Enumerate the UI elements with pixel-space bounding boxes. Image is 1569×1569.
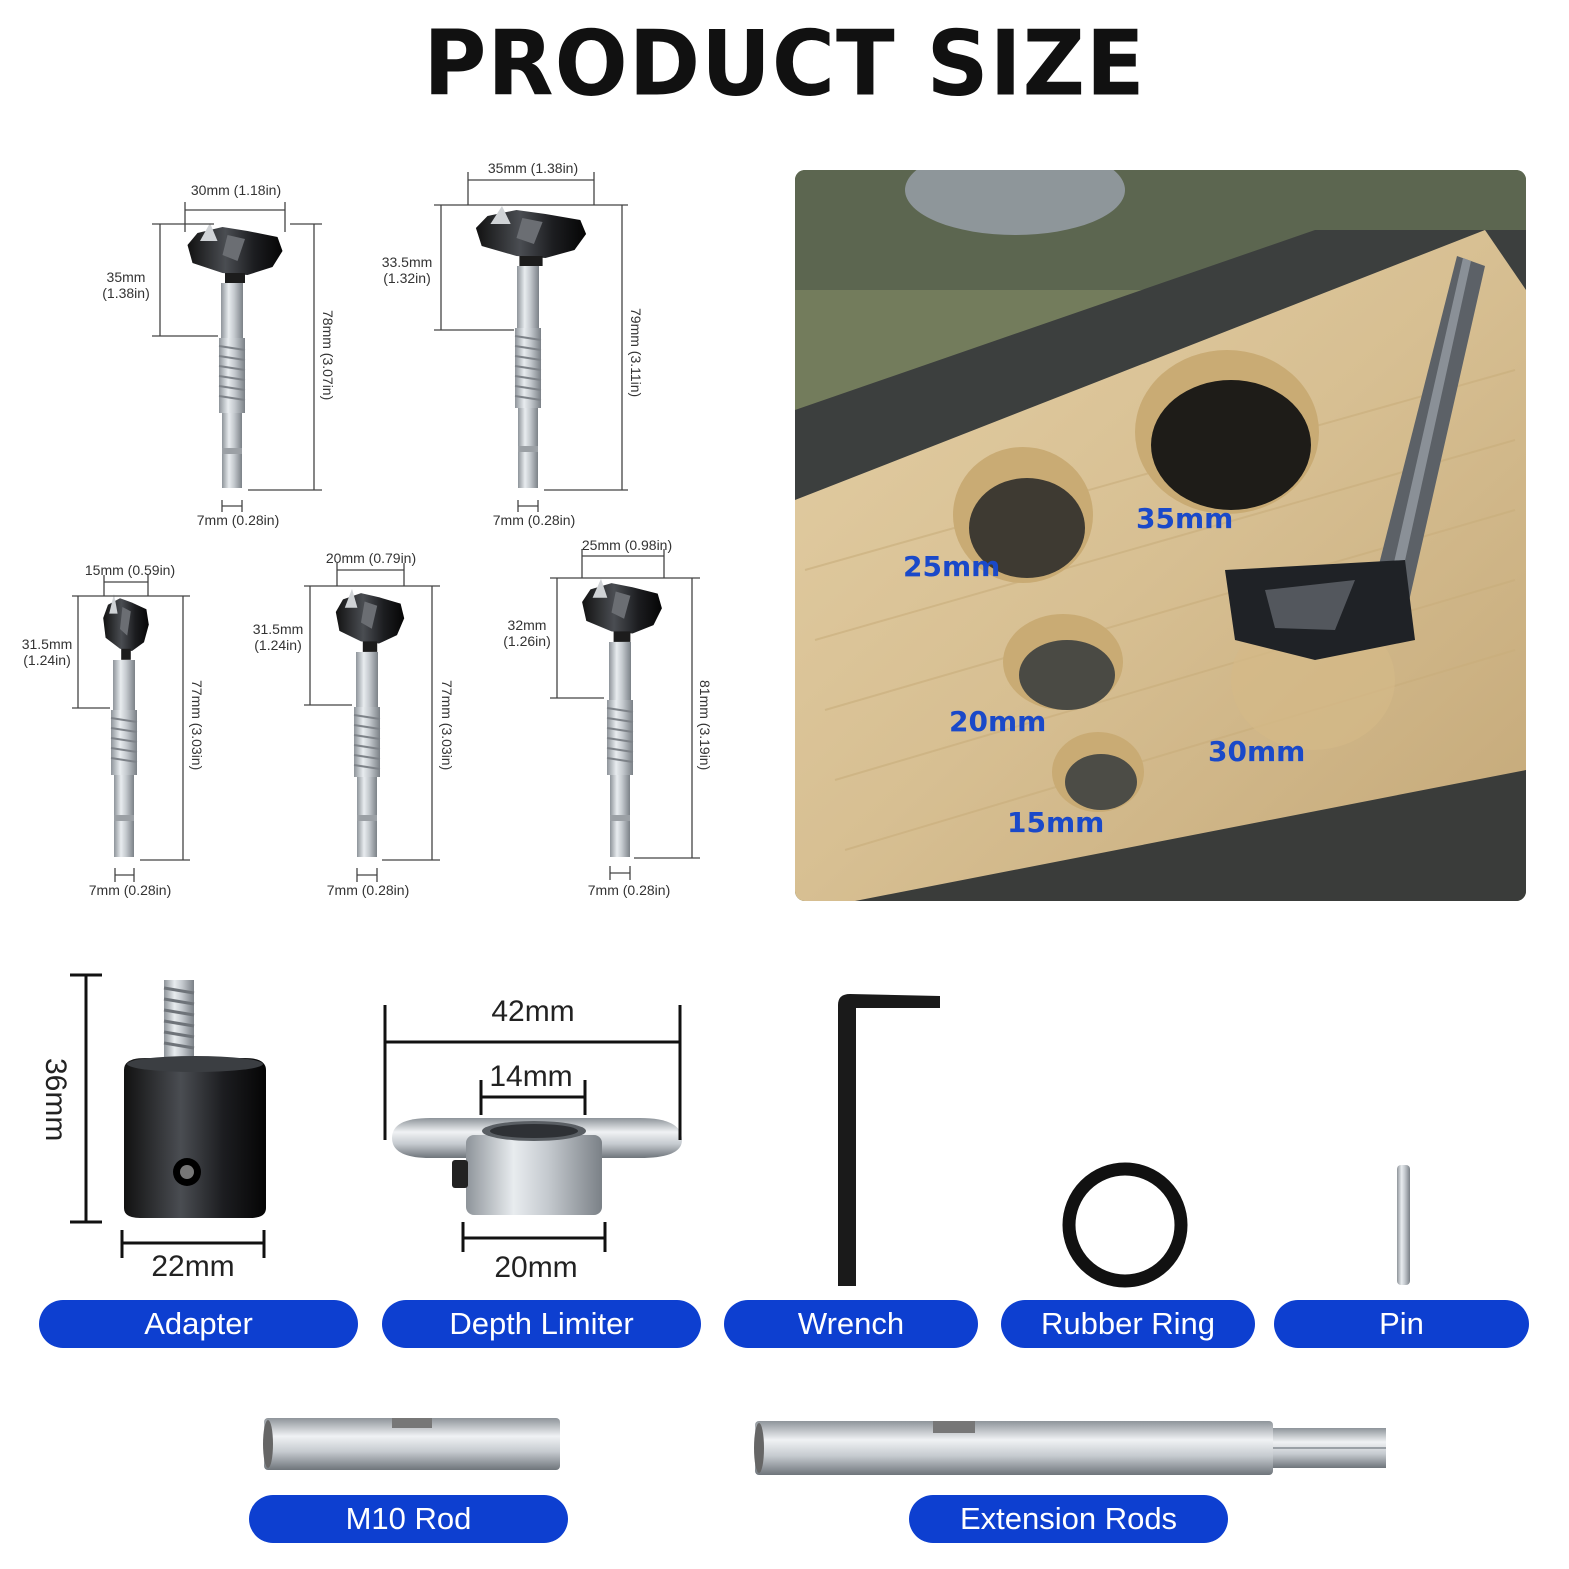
label-wrench: Wrench — [724, 1300, 978, 1348]
extension-rod-drawing — [754, 1421, 1386, 1475]
forstner-bit-25 — [582, 578, 662, 857]
bit5-length-label: 81mm (3.19in) — [697, 680, 713, 771]
depth-limiter-base-label: 20mm — [494, 1251, 578, 1284]
depth-limiter-dimension-lines — [383, 1005, 682, 1252]
bit4-shank-label: 7mm (0.28in) — [326, 882, 410, 898]
label-rubber-ring: Rubber Ring — [1001, 1300, 1255, 1348]
rubber-ring-drawing — [1062, 1162, 1188, 1288]
adapter-width-label: 22mm — [151, 1250, 235, 1283]
label-adapter: Adapter — [39, 1300, 358, 1348]
depth-limiter-outer-label: 42mm — [491, 995, 575, 1028]
photo-label-20mm: 20mm — [949, 705, 1047, 738]
forstner-bit-15 — [103, 593, 149, 857]
depth-limiter-drawing — [392, 1118, 682, 1215]
bit5-head-height-label: 32mm(1.26in) — [503, 617, 551, 649]
bit5-width-label: 25mm (0.98in) — [581, 537, 673, 553]
bit-dimension-lines — [72, 172, 700, 882]
bit3-width-label: 15mm (0.59in) — [84, 562, 176, 578]
photo-label-30mm: 30mm — [1208, 735, 1306, 768]
wrench-drawing — [838, 994, 940, 1286]
bit2-length-label: 79mm (3.11in) — [628, 308, 644, 398]
depth-limiter-inner-label: 14mm — [489, 1060, 573, 1093]
bit3-head-height-label: 31.5mm(1.24in) — [21, 636, 73, 668]
bit1-head-height-label: 35mm(1.38in) — [102, 269, 150, 301]
bit1-shank-label: 7mm (0.28in) — [196, 512, 280, 528]
label-m10-rod: M10 Rod — [249, 1495, 568, 1543]
photo-label-15mm: 15mm — [1007, 806, 1105, 839]
photo-label-35mm: 35mm — [1136, 502, 1234, 535]
pin-drawing — [1397, 1165, 1410, 1285]
bit2-width-label: 35mm (1.38in) — [487, 160, 579, 176]
forstner-bit-35 — [475, 206, 587, 488]
bit1-width-label: 30mm (1.18in) — [190, 182, 282, 198]
forstner-bit-30 — [187, 223, 283, 488]
bit3-shank-label: 7mm (0.28in) — [88, 882, 172, 898]
bit1-length-label: 78mm (3.07in) — [320, 310, 336, 401]
adapter-height-label: 36mm — [39, 1058, 72, 1142]
label-pin: Pin — [1274, 1300, 1529, 1348]
bit3-length-label: 77mm (3.03in) — [189, 680, 205, 771]
bit2-shank-label: 7mm (0.28in) — [492, 512, 576, 528]
forstner-bit-20 — [335, 588, 405, 857]
bit2-head-height-label: 33.5mm(1.32in) — [381, 254, 433, 286]
label-extension-rods: Extension Rods — [909, 1495, 1228, 1543]
photo-label-25mm: 25mm — [903, 550, 1001, 583]
usage-photo-drawing — [795, 170, 1526, 901]
bit4-length-label: 77mm (3.03in) — [439, 680, 455, 771]
label-depth-limiter: Depth Limiter — [382, 1300, 701, 1348]
adapter-dimension-lines — [70, 973, 266, 1258]
bit4-head-height-label: 31.5mm(1.24in) — [252, 621, 304, 653]
adapter-drawing — [124, 980, 266, 1218]
bit4-width-label: 20mm (0.79in) — [325, 550, 417, 566]
bit5-shank-label: 7mm (0.28in) — [587, 882, 671, 898]
usage-photo: 25mm 35mm 20mm 30mm 15mm — [795, 170, 1526, 901]
m10-rod-drawing — [263, 1418, 560, 1470]
page-title: PRODUCT SIZE — [423, 11, 1146, 117]
